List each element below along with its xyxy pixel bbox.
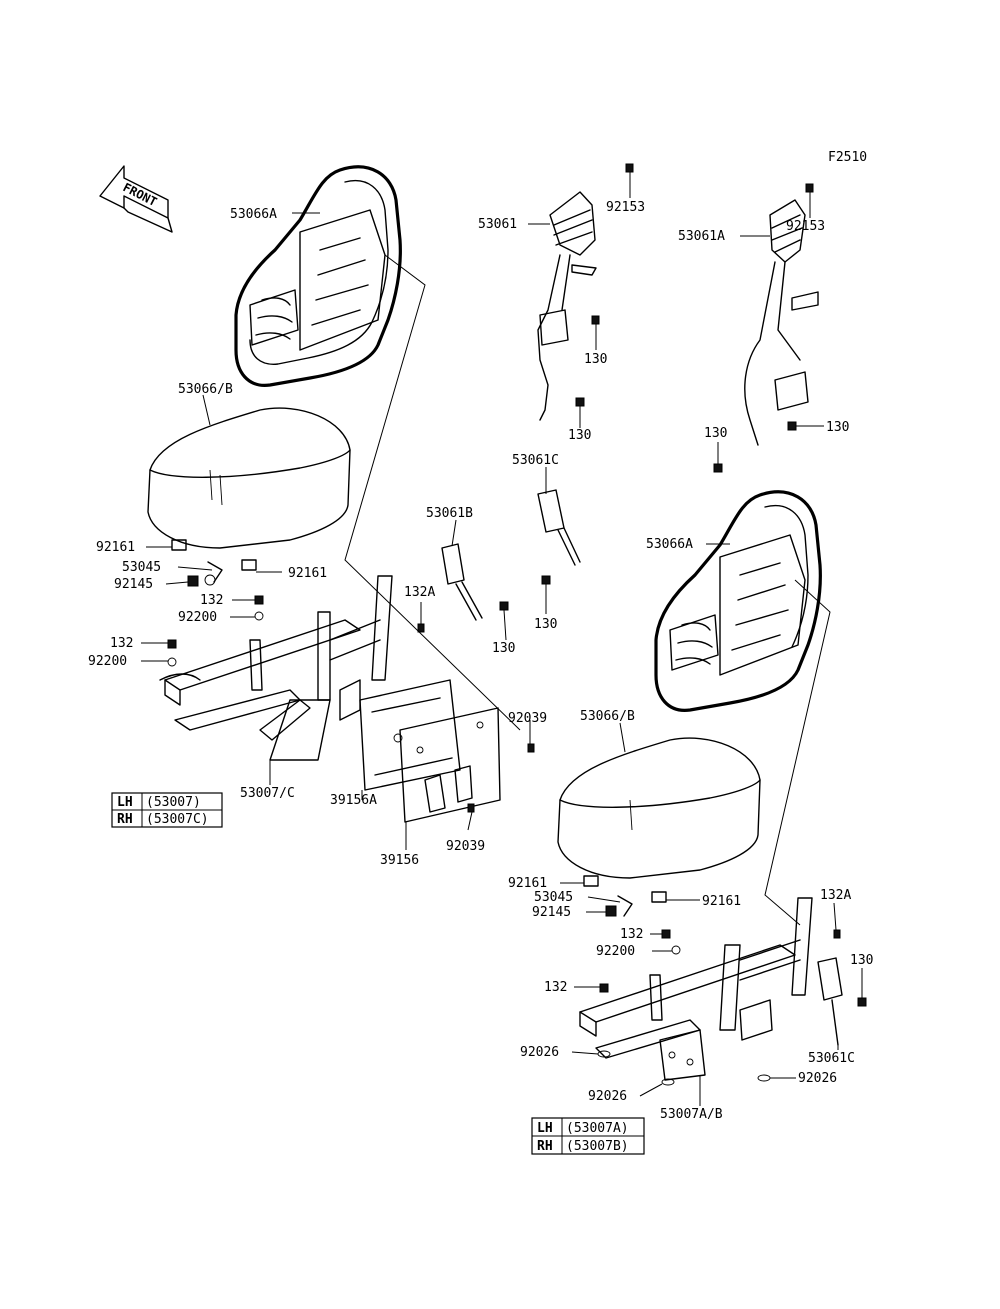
frame-fasteners-right [597, 929, 841, 1086]
cushion-hardware-right [583, 875, 667, 917]
label-39156: 39156 [380, 853, 419, 868]
label-92026-b: 92026 [588, 1089, 627, 1104]
skid-plate-39156A [359, 679, 461, 791]
label-53061B: 53061B [426, 506, 473, 521]
label-132-b: 132 [110, 636, 133, 651]
label-132-d: 132 [544, 980, 567, 995]
table-right-side-0: LH [537, 1121, 553, 1136]
skid-plate-39156 [399, 707, 535, 823]
label-130-f: 130 [850, 953, 873, 968]
label-92153-a: 92153 [606, 200, 645, 215]
label-53061: 53061 [478, 217, 517, 232]
label-130-e: 130 [704, 426, 727, 441]
label-92145-a: 92145 [114, 577, 153, 592]
frame-fasteners-left [167, 595, 425, 667]
table-left-side-0: LH [117, 795, 133, 810]
label-92026-c: 92026 [798, 1071, 837, 1086]
seat-back-right [654, 490, 822, 712]
seatbelt-53061 [537, 163, 634, 421]
table-right-part-0: (53007A) [566, 1121, 629, 1136]
label-132-a: 132 [200, 593, 223, 608]
label-92039-b: 92039 [446, 839, 485, 854]
label-53045-b: 53045 [534, 890, 573, 905]
table-left-part-0: (53007) [146, 795, 201, 810]
label-92200-b: 92200 [88, 654, 127, 669]
label-132-c: 132 [620, 927, 643, 942]
seat-cushion-left [147, 407, 351, 549]
label-130-b: 130 [568, 428, 591, 443]
front-arrow-icon: FRONT [99, 165, 173, 233]
seatbelt-53061A [713, 183, 819, 473]
label-53061C-bottom: 53061C [808, 1051, 855, 1066]
label-92161-b: 92161 [288, 566, 327, 581]
label-132A-a: 132A [404, 585, 435, 600]
label-132A-b: 132A [820, 888, 851, 903]
buckle-53061C-bottom [817, 957, 867, 1046]
label-39156A: 39156A [330, 793, 377, 808]
variant-table-right: LH (53007A) RH (53007B) [531, 1117, 645, 1155]
table-right-part-1: (53007B) [566, 1139, 629, 1154]
label-92026-a: 92026 [520, 1045, 559, 1060]
connection-lines [344, 254, 831, 926]
label-130-a: 130 [584, 352, 607, 367]
label-53061A: 53061A [678, 229, 725, 244]
cushion-hardware-left [171, 539, 257, 587]
front-label: FRONT [121, 180, 160, 209]
table-right-side-1: RH [537, 1139, 553, 1154]
label-92200-c: 92200 [596, 944, 635, 959]
seat-frame-right [579, 897, 813, 1081]
label-53066A-top: 53066A [230, 207, 277, 222]
label-92161-a: 92161 [96, 540, 135, 555]
seat-back-left [234, 165, 402, 387]
leader-lines [141, 172, 863, 1106]
label-92039-a: 92039 [508, 711, 547, 726]
label-53007AB: 53007A/B [660, 1107, 723, 1122]
variant-table-left: LH (53007) RH (53007C) [111, 792, 223, 828]
buckle-53061C-top [537, 489, 581, 585]
label-92145-b: 92145 [532, 905, 571, 920]
label-130-c: 130 [534, 617, 557, 632]
label-53007C: 53007/C [240, 786, 295, 801]
label-92153-b: 92153 [786, 219, 825, 234]
label-53066A-bottom: 53066A [646, 537, 693, 552]
label-92161-d: 92161 [702, 894, 741, 909]
seat-frame-left [159, 575, 393, 761]
label-92161-c: 92161 [508, 876, 547, 891]
label-130-d: 130 [826, 420, 849, 435]
label-53045-a: 53045 [122, 560, 161, 575]
table-left-part-1: (53007C) [146, 812, 209, 827]
figure-code: F2510 [828, 150, 867, 165]
table-left-side-1: RH [117, 812, 133, 827]
buckle-53061B [441, 543, 509, 621]
seat-cushion-right [557, 737, 761, 879]
label-130-mid: 130 [492, 641, 515, 656]
label-53066B-top: 53066/B [178, 382, 233, 397]
label-53066B-bottom: 53066/B [580, 709, 635, 724]
label-92200-a: 92200 [178, 610, 217, 625]
label-53061C-top: 53061C [512, 453, 559, 468]
part-labels: 53066A 53066/B 92161 92161 53045 92145 1… [88, 200, 873, 1122]
